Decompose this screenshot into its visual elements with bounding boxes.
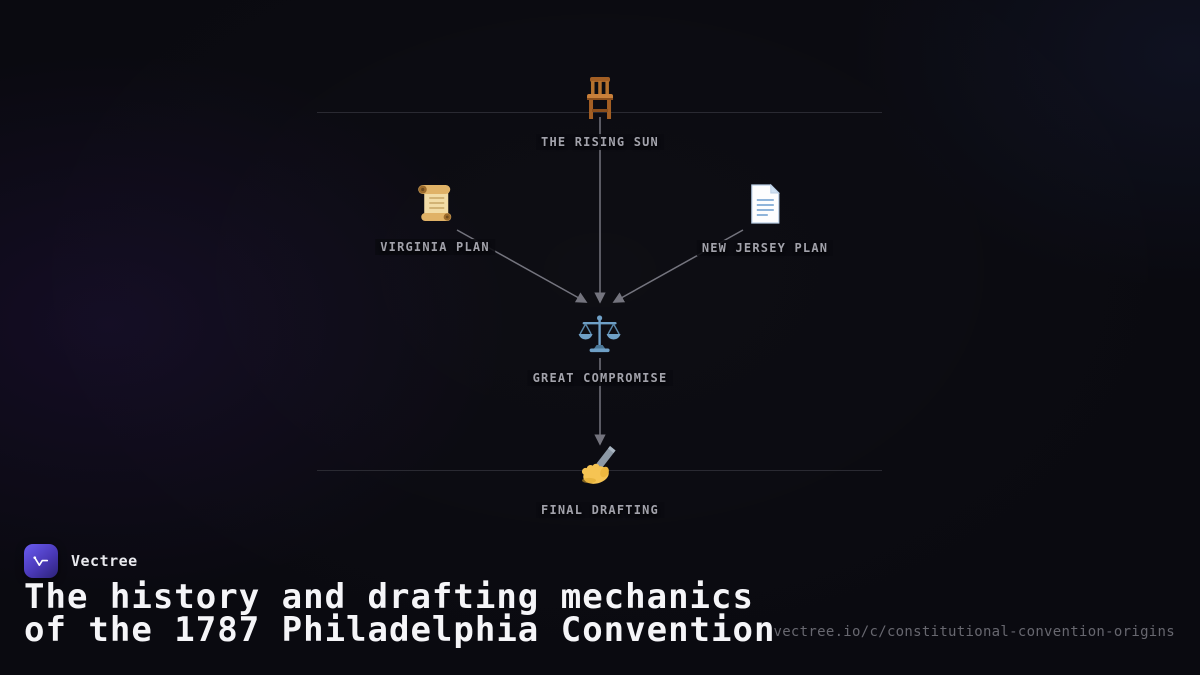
brand-name: Vectree [71,552,138,570]
page-title-line1: The history and drafting mechanics [24,577,754,617]
top-divider-line [317,112,882,113]
node-the-rising-sun[interactable]: THE RISING SUN [536,76,664,150]
writing-hand-icon [577,444,623,488]
brand-row: Vectree [24,544,138,578]
node-label: NEW JERSEY PLAN [696,240,834,256]
node-label: GREAT COMPROMISE [527,370,673,386]
scales-icon [577,312,623,356]
node-label: THE RISING SUN [536,134,664,150]
scroll-icon [412,181,458,225]
vectree-logo-icon [24,544,58,578]
node-label: FINAL DRAFTING [536,502,664,518]
node-new-jersey-plan[interactable]: NEW JERSEY PLAN [696,182,834,256]
node-final-drafting[interactable]: FINAL DRAFTING [536,444,664,518]
card-url: vectree.io/c/constitutional-convention-o… [773,624,1175,640]
node-great-compromise[interactable]: GREAT COMPROMISE [527,312,673,386]
page-title: The history and drafting mechanics of th… [24,577,776,650]
node-virginia-plan[interactable]: VIRGINIA PLAN [375,181,495,255]
document-icon [746,182,784,226]
page-title-line2: of the 1787 Philadelphia Convention [24,610,776,650]
chair-icon [580,76,620,120]
node-label: VIRGINIA PLAN [375,239,495,255]
